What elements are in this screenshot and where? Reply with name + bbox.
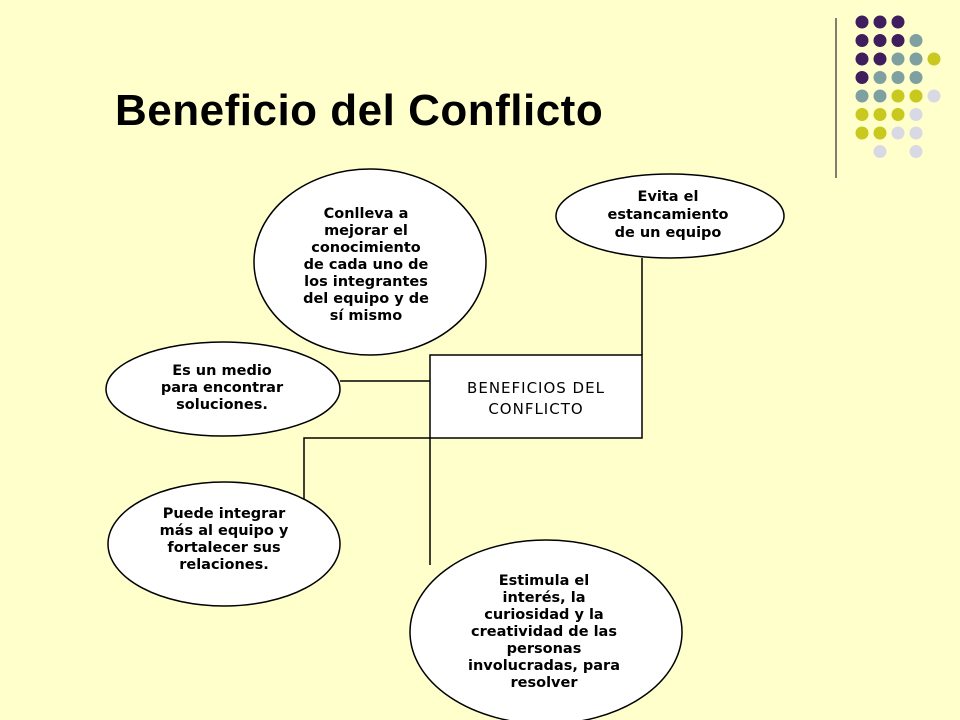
node-conocimiento-line-6: del equipo y de (303, 291, 429, 307)
decorative-dot (909, 145, 923, 158)
node-interes-line-6: involucradas, para (468, 658, 620, 674)
node-estancamiento-line-3: de un equipo (615, 225, 722, 241)
decorative-dot (855, 126, 869, 140)
decorative-dot (891, 15, 905, 29)
connector-lines (303, 258, 643, 565)
decorative-dot (855, 71, 869, 84)
decorative-dot (891, 108, 905, 121)
center-line-1: BENEFICIOS DEL (467, 379, 605, 397)
node-interes-line-5: personas (507, 641, 582, 657)
decorative-dot (855, 89, 869, 103)
decorative-dot (909, 126, 923, 140)
node-soluciones: Es un medio para encontrar soluciones. (105, 341, 341, 437)
node-soluciones-line-3: soluciones. (176, 397, 268, 413)
node-soluciones-line-2: para encontrar (161, 380, 284, 396)
node-interes-line-1: Estimula el (499, 573, 589, 589)
node-interes-line-4: creatividad de las (471, 624, 617, 640)
node-interes: Estimula el interés, la curiosidad y la … (409, 539, 683, 720)
decorative-dot (855, 34, 869, 47)
node-interes-line-7: resolver (511, 675, 579, 691)
decorative-dot (873, 126, 887, 140)
node-integrar-line-4: relaciones. (179, 557, 269, 573)
decorative-dot (891, 71, 905, 84)
decorative-dot (909, 108, 923, 121)
node-conocimiento-line-5: los integrantes (304, 274, 428, 290)
decorative-dot (891, 52, 905, 66)
decorative-dot (855, 52, 869, 66)
node-conocimiento-line-1: Conlleva a (324, 206, 409, 222)
decorative-dot (873, 145, 887, 158)
node-integrar: Puede integrar más al equipo y fortalece… (107, 481, 341, 607)
decorative-dot (891, 34, 905, 47)
decorative-dot (927, 89, 941, 103)
decorative-dot (891, 126, 905, 140)
node-conocimiento-line-4: de cada uno de (304, 257, 429, 273)
decorative-dot (873, 108, 887, 121)
node-conocimiento: Conlleva a mejorar el conocimiento de ca… (253, 168, 487, 356)
decorative-dot (855, 15, 869, 29)
decorative-dot (927, 52, 941, 66)
decorative-dot (855, 108, 869, 121)
decorative-dot (909, 34, 923, 47)
node-estancamiento: Evita el estancamiento de un equipo (555, 173, 785, 259)
node-estancamiento-line-2: estancamiento (607, 207, 728, 223)
decorative-dot (873, 34, 887, 47)
node-integrar-line-2: más al equipo y (160, 523, 289, 539)
decorative-dot (873, 89, 887, 103)
node-estancamiento-line-1: Evita el (638, 189, 699, 205)
center-box: BENEFICIOS DEL CONFLICTO (429, 354, 643, 439)
decorative-dot (909, 52, 923, 66)
node-integrar-line-1: Puede integrar (163, 506, 286, 522)
decorative-dot (909, 89, 923, 103)
decorative-dot (873, 71, 887, 84)
decorative-dot (891, 89, 905, 103)
node-integrar-line-3: fortalecer sus (167, 540, 280, 556)
slide-title: Beneficio del Conflicto (115, 86, 604, 135)
node-interes-line-3: curiosidad y la (484, 607, 603, 623)
decorative-dot (909, 71, 923, 84)
node-interes-line-2: interés, la (503, 590, 586, 606)
node-conocimiento-line-7: sí mismo (330, 308, 402, 324)
node-conocimiento-line-2: mejorar el (324, 223, 408, 239)
node-conocimiento-line-3: conocimiento (311, 240, 421, 256)
node-soluciones-line-1: Es un medio (172, 363, 272, 379)
decorative-dot (873, 52, 887, 66)
center-line-2: CONFLICTO (488, 400, 583, 418)
decorative-dot (873, 15, 887, 29)
connector-integrar (303, 437, 430, 508)
